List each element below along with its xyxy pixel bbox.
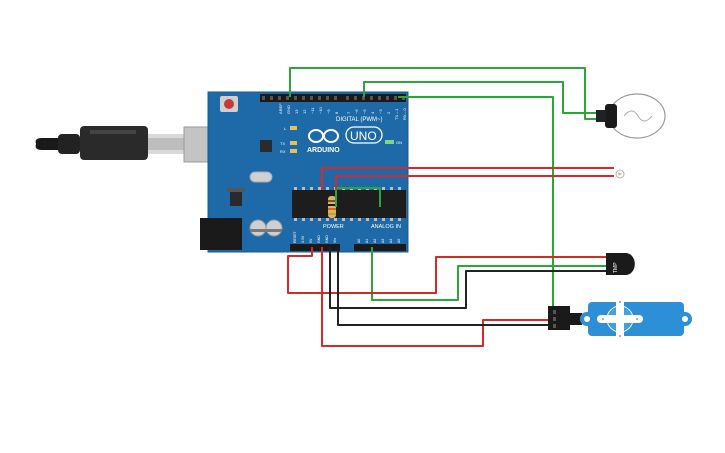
power-pin-vin: Vin — [333, 238, 337, 243]
led-rx — [290, 149, 297, 153]
usb-chip — [260, 140, 272, 152]
pin-0: RX←0 — [402, 107, 407, 120]
microcontroller-chip — [292, 187, 406, 221]
analog-pin-a4: A4 — [389, 239, 393, 243]
analog-pin-a5: A5 — [397, 239, 401, 243]
power-label: POWER — [323, 224, 344, 230]
voltage-regulator — [227, 188, 245, 206]
led-on-label: ON — [396, 140, 402, 145]
wire-red-5v-servo[interactable] — [321, 247, 558, 347]
capacitor-1 — [249, 219, 267, 237]
wire-red-photo-a[interactable] — [321, 167, 614, 190]
brand-label: ARDUINO — [307, 147, 340, 154]
wire-green-resistor[interactable] — [335, 187, 381, 207]
pin-2: 2 — [386, 111, 391, 114]
power-pin-gnd1: GND — [317, 235, 321, 243]
wire-green-pin13-bulb[interactable] — [289, 67, 596, 120]
power-pin-gnd2: GND — [325, 235, 329, 243]
led-rx-label: RX — [280, 149, 286, 154]
servo-horn[interactable] — [597, 297, 643, 343]
wires — [287, 67, 614, 347]
pin-3: ~3 — [378, 109, 383, 114]
led-l — [290, 126, 297, 130]
light-bulb[interactable] — [596, 93, 666, 139]
pin-6: ~6 — [354, 109, 359, 114]
led-tx — [290, 141, 297, 145]
arduino-uno-board[interactable]: AREF GND 13 12 ~11 ~10 ~9 8 7 ~6 ~5 4 ~3… — [200, 91, 409, 253]
analog-label: ANALOG IN — [371, 224, 401, 230]
photoresistor[interactable] — [615, 169, 625, 179]
arduino-logo-icon — [308, 129, 339, 143]
servo-motor[interactable] — [548, 297, 692, 343]
pin-13: 13 — [294, 109, 299, 114]
pin-4: 4 — [370, 111, 375, 114]
led-l-label: L — [284, 126, 287, 131]
pin-11: ~11 — [310, 107, 315, 114]
wire-green-pin7-bulb[interactable] — [363, 81, 596, 114]
gnd-label: GND — [286, 105, 291, 114]
power-pin-reset: RESET — [293, 230, 297, 243]
power-pin-5v: 5V — [309, 238, 313, 243]
crystal — [249, 171, 273, 183]
analog-pin-a0: A0 — [357, 239, 361, 243]
analog-pin-a2: A2 — [373, 239, 377, 243]
pin-5: ~5 — [362, 109, 367, 114]
usb-cable[interactable] — [35, 126, 237, 163]
analog-pin-a1: A1 — [365, 239, 369, 243]
wire-green-a1-temp[interactable] — [371, 247, 606, 301]
uno-badge: UNO — [345, 126, 383, 144]
reset-button[interactable] — [220, 96, 238, 112]
model-label: UNO — [350, 129, 377, 143]
analog-pin-a3: A3 — [381, 239, 385, 243]
power-pin-3v3: 3.3V — [301, 235, 305, 243]
aref-label: AREF — [278, 103, 283, 114]
power-header[interactable] — [290, 244, 340, 251]
wire-black-gnd-temp[interactable] — [329, 247, 606, 309]
temperature-sensor[interactable]: TMP — [606, 253, 635, 275]
wire-black-gnd-servo[interactable] — [337, 247, 558, 326]
analog-header[interactable] — [354, 244, 406, 251]
wire-red-photo-b[interactable] — [335, 175, 614, 190]
power-jack[interactable] — [200, 218, 242, 250]
pin-8: 8 — [334, 111, 339, 114]
led-on — [385, 140, 394, 144]
capacitor-2 — [265, 219, 283, 237]
resistor[interactable] — [328, 196, 336, 218]
led-tx-label: TX — [280, 141, 285, 146]
wire-red-5v-temp[interactable] — [287, 247, 606, 294]
digital-header[interactable] — [260, 94, 406, 102]
pin-12: 12 — [302, 109, 307, 114]
digital-header-label: DIGITAL (PWM~) — [336, 117, 383, 123]
wire-green-pin3-servo[interactable] — [398, 96, 558, 319]
temp-sensor-label: TMP — [613, 262, 619, 273]
pin-7: 7 — [346, 111, 351, 114]
pin-9: ~9 — [326, 109, 331, 114]
pin-10: ~10 — [318, 106, 323, 114]
pin-1: TX→1 — [394, 108, 399, 120]
